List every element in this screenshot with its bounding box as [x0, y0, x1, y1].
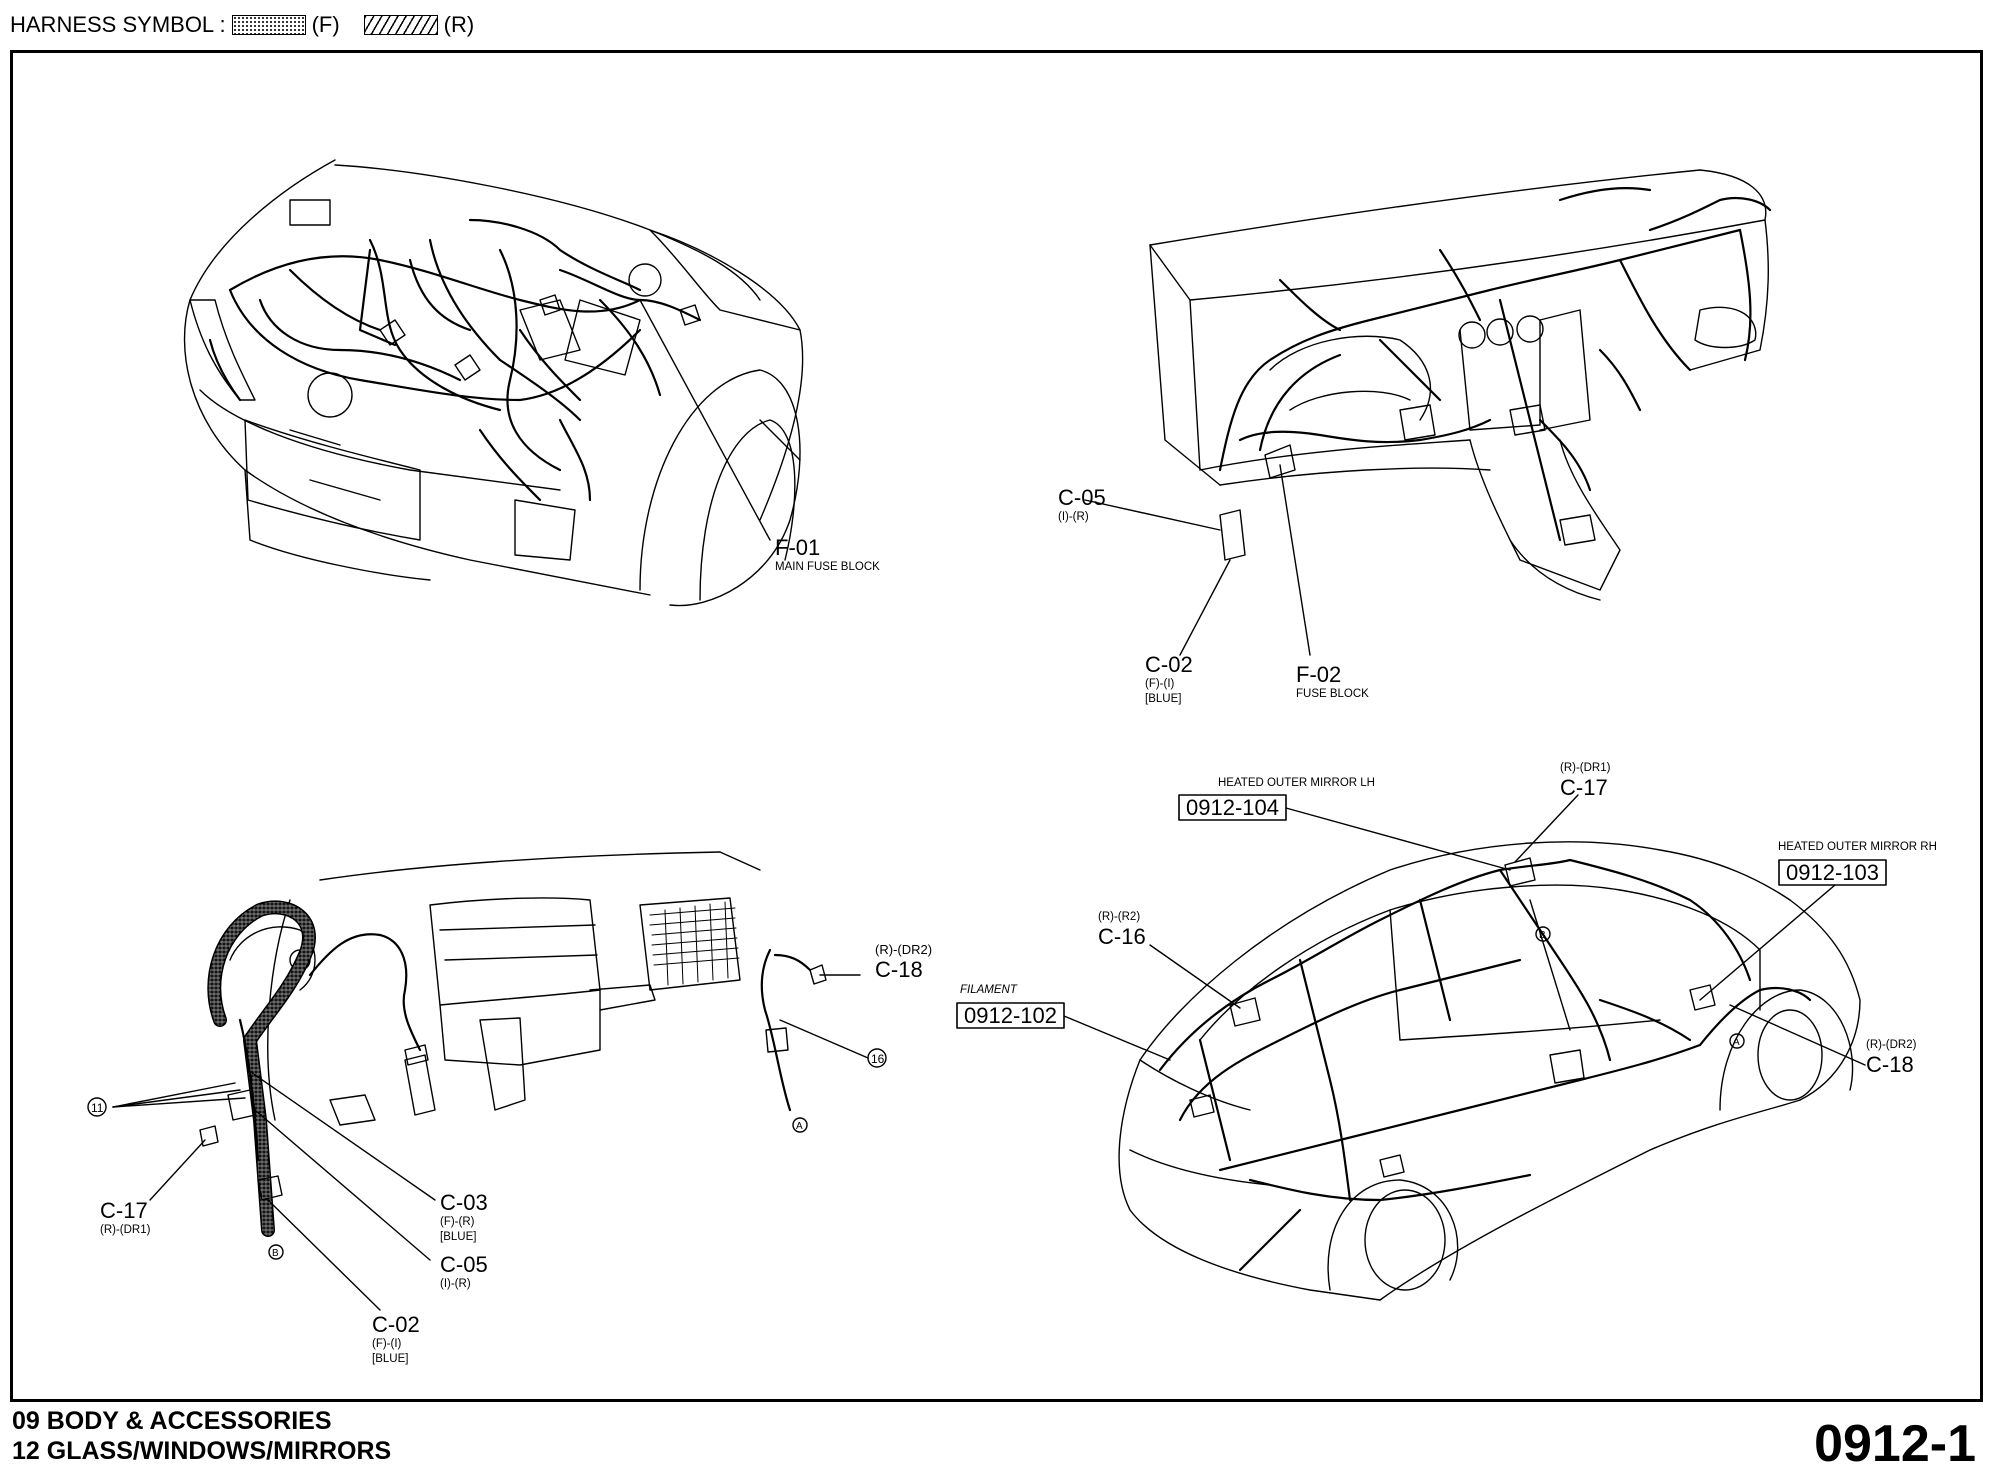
filament-title: FILAMENT [960, 984, 1018, 996]
label-f02: F-02 FUSE BLOCK [1296, 662, 1369, 700]
interior-view [87, 851, 887, 1311]
body-mark-a: A [1733, 1037, 1740, 1048]
c03-interior-code: (F)-(R) [440, 1216, 475, 1228]
diagram-frame [10, 50, 1983, 1402]
mirror-rh-title: HEATED OUTER MIRROR RH [1778, 841, 1937, 853]
f02-id: F-02 [1296, 662, 1341, 687]
c17-body-code: (R)-(DR1) [1560, 762, 1611, 774]
c03-interior-id: C-03 [440, 1190, 488, 1215]
mirror-rh-ref: 0912-103 [1786, 860, 1879, 885]
section-heading: 09 BODY & ACCESSORIES 12 GLASS/WINDOWS/M… [12, 1406, 391, 1466]
front-harness-swatch [231, 15, 306, 35]
c05-dash-code: (I)-(R) [1058, 511, 1089, 523]
interior-mark-a: A [796, 1121, 803, 1132]
ground-16-glyph: 16 [871, 1052, 885, 1066]
dashboard-view [1084, 169, 1772, 656]
c02-interior-code: (F)-(I) [372, 1338, 402, 1350]
label-c17-body: (R)-(DR1) C-17 [1560, 762, 1611, 800]
label-f01: F-01 MAIN FUSE BLOCK [775, 535, 880, 573]
mirror-lh-ref: 0912-104 [1186, 795, 1279, 820]
label-c16-body: (R)-(R2) C-16 [1098, 911, 1146, 949]
c17-body-id: C-17 [1560, 775, 1608, 800]
label-c17-interior: C-17 (R)-(DR1) [100, 1198, 151, 1236]
c03-interior-color: [BLUE] [440, 1231, 476, 1243]
c16-body-code: (R)-(R2) [1098, 911, 1140, 923]
interior-mark-b: B [272, 1248, 279, 1259]
legend-rear-code: (R) [443, 12, 475, 37]
c18-body-code: (R)-(DR2) [1866, 1039, 1917, 1051]
legend-prefix: HARNESS SYMBOL : [10, 12, 226, 37]
c18-interior-id: C-18 [875, 957, 923, 982]
f01-id: F-01 [775, 535, 820, 560]
label-c03-interior: C-03 (F)-(R) [BLUE] [440, 1190, 488, 1243]
c05-dash-id: C-05 [1058, 485, 1106, 510]
c05-interior-code: (I)-(R) [440, 1278, 471, 1290]
label-c02-dash: C-02 (F)-(I) [BLUE] [1145, 652, 1193, 705]
label-c02-interior: C-02 (F)-(I) [BLUE] [372, 1312, 420, 1365]
c05-interior-id: C-05 [440, 1252, 488, 1277]
body-mark-b: B [1539, 930, 1546, 941]
legend-front-code: (F) [311, 12, 340, 37]
c16-body-id: C-16 [1098, 924, 1146, 949]
ground-11-glyph: 11 [91, 1101, 104, 1115]
mirror-lh-title: HEATED OUTER MIRROR LH [1218, 777, 1375, 789]
c02-interior-id: C-02 [372, 1312, 420, 1337]
label-c05-dash: C-05 (I)-(R) [1058, 485, 1106, 523]
harness-symbol-legend: HARNESS SYMBOL : (F) (R) [10, 8, 474, 42]
c17-interior-code: (R)-(DR1) [100, 1224, 151, 1236]
c18-interior-code: (R)-(DR2) [875, 942, 932, 957]
c17-interior-id: C-17 [100, 1198, 148, 1223]
rear-harness-swatch [363, 15, 438, 35]
label-mirror-lh: HEATED OUTER MIRROR LH 0912-104 [1186, 777, 1375, 820]
c02-interior-color: [BLUE] [372, 1353, 408, 1365]
filament-ref: 0912-102 [964, 1003, 1057, 1028]
engine-bay-view [183, 159, 804, 607]
label-c05-interior: C-05 (I)-(R) [440, 1252, 488, 1290]
label-mirror-rh: HEATED OUTER MIRROR RH 0912-103 [1778, 841, 1937, 885]
label-filament: FILAMENT 0912-102 [960, 984, 1057, 1028]
c02-dash-code: (F)-(I) [1145, 678, 1175, 690]
body-view [956, 794, 1887, 1301]
page-code: 0912-1 [1814, 1415, 1976, 1473]
f02-desc: FUSE BLOCK [1296, 688, 1369, 700]
label-c18-interior: (R)-(DR2) C-18 [875, 942, 932, 982]
f01-desc: MAIN FUSE BLOCK [775, 561, 880, 573]
label-c18-body: (R)-(DR2) C-18 [1866, 1039, 1917, 1077]
c02-dash-id: C-02 [1145, 652, 1193, 677]
section-line-2: 12 GLASS/WINDOWS/MIRRORS [12, 1437, 392, 1465]
section-line-1: 09 BODY & ACCESSORIES [12, 1407, 332, 1435]
c02-dash-color: [BLUE] [1145, 693, 1181, 705]
c18-body-id: C-18 [1866, 1052, 1914, 1077]
